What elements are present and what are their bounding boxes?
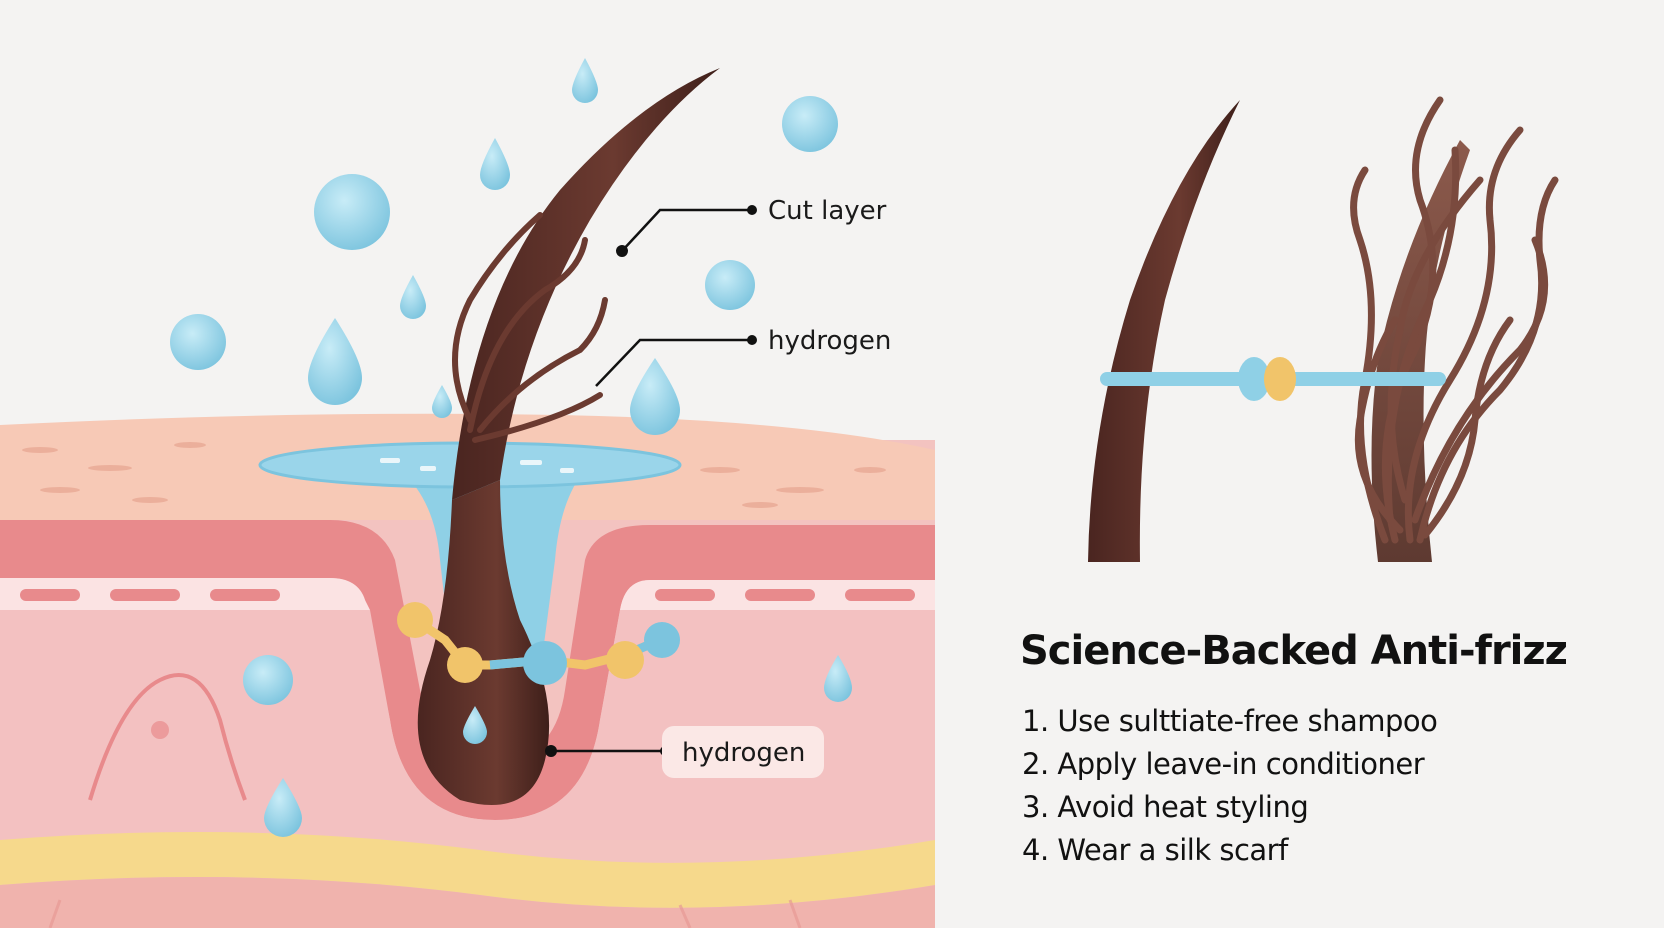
- hair-bulb: [417, 480, 550, 805]
- fat-layer: [0, 832, 935, 908]
- hair-shaft-main: [452, 68, 720, 500]
- bond-rod: [1100, 357, 1446, 401]
- cut-layer-label: Cut layer: [768, 196, 887, 226]
- list-item: 1. Use sulttiate-free shampoo: [1022, 704, 1438, 738]
- bond-molecule-icon: [397, 602, 680, 685]
- dermis-channel: [0, 578, 370, 610]
- callout-cut-layer: Cut layer: [616, 196, 887, 257]
- hair-strand-icon: [1088, 96, 1559, 562]
- subcutis: [0, 877, 935, 928]
- frizzy-strand: [1350, 96, 1559, 562]
- hydrogen-upper-label: hydrogen: [768, 326, 891, 356]
- water-drop-icon: [170, 58, 852, 837]
- dermis-dashes: [20, 589, 915, 601]
- gland-outline: [88, 673, 247, 801]
- smooth-strand: [1088, 100, 1240, 562]
- hydrogen-lower-label: hydrogen: [682, 738, 805, 768]
- panel-title: Science-Backed Anti-frizz: [1020, 628, 1568, 674]
- callout-hydrogen-upper: hydrogen: [595, 326, 891, 387]
- hydrogen-lower-badge: [662, 726, 824, 778]
- skin-pores: [22, 442, 886, 508]
- list-item: 2. Apply leave-in conditioner: [1022, 747, 1425, 781]
- dermis: [0, 610, 935, 840]
- list-item: 4. Wear a silk scarf: [1022, 833, 1288, 867]
- frizz-strands: [452, 212, 608, 443]
- list-item: 3. Avoid heat styling: [1022, 790, 1309, 824]
- callout-hydrogen-lower: hydrogen: [545, 726, 824, 778]
- anti-frizz-steps: 1. Use sulttiate-free shampoo 2. Apply l…: [1022, 700, 1438, 872]
